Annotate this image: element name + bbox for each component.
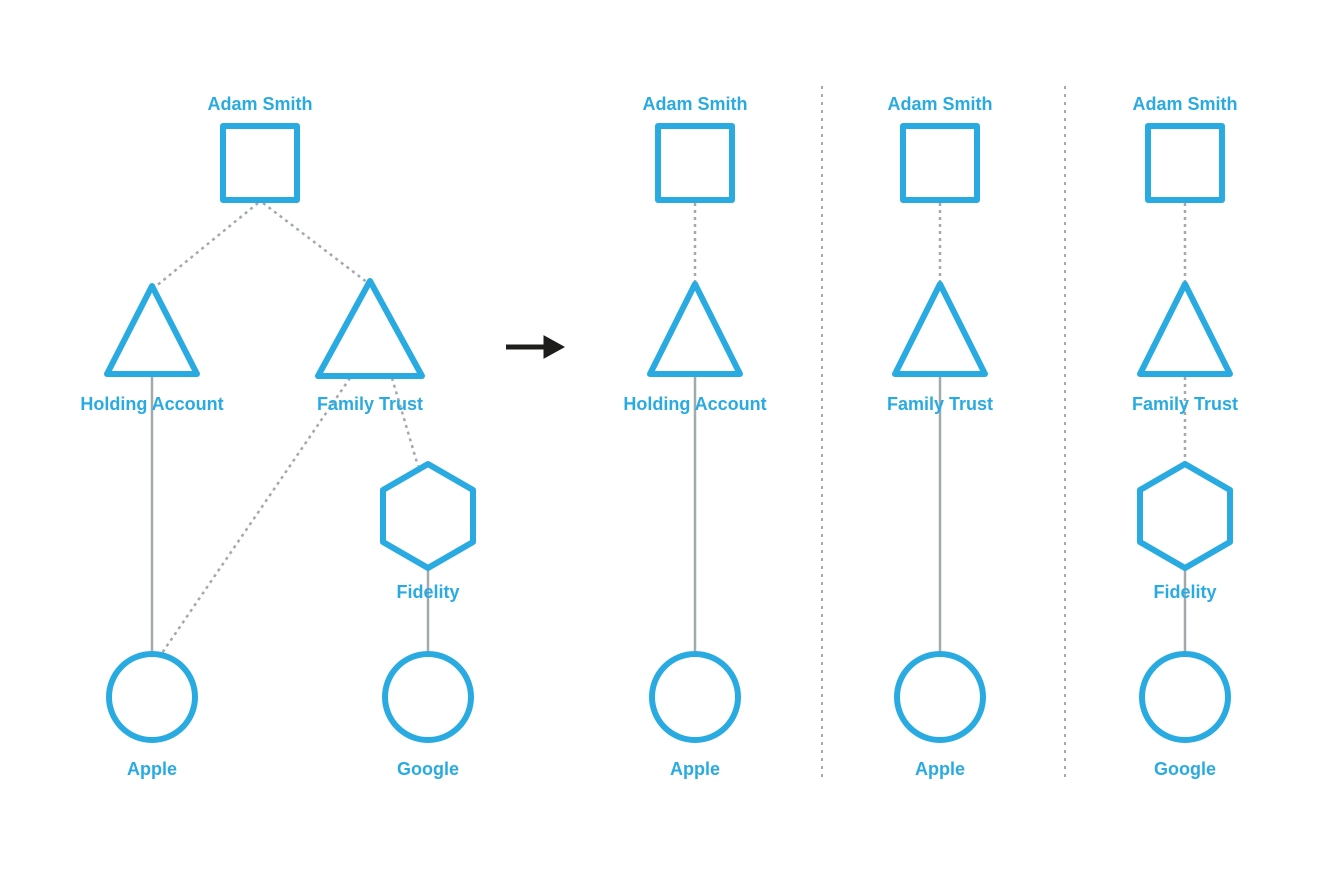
- label-fidelity: Fidelity: [1153, 582, 1216, 602]
- node-fidelity-hexagon: [1137, 461, 1233, 571]
- label-family-trust: Family Trust: [1132, 394, 1238, 414]
- label-google: Google: [1154, 759, 1216, 779]
- arrow-head: [543, 335, 566, 359]
- label-apple: Apple: [127, 759, 177, 779]
- label-apple: Apple: [670, 759, 720, 779]
- node-google-circle: [1139, 651, 1231, 743]
- node-apple-circle: [106, 651, 198, 743]
- ownership-path-2: Adam Smith Family Trust Apple: [887, 94, 993, 779]
- label-apple: Apple: [915, 759, 965, 779]
- node-adam-smith-square: [900, 123, 980, 203]
- node-adam-smith-square: [1145, 123, 1225, 203]
- node-apple-circle: [894, 651, 986, 743]
- node-apple-circle: [649, 651, 741, 743]
- decompose-arrow-icon: [506, 335, 566, 359]
- edge-family-trust-apple: [158, 377, 352, 657]
- label-google: Google: [397, 759, 459, 779]
- node-google-circle: [382, 651, 474, 743]
- label-holding-account: Holding Account: [80, 394, 223, 414]
- node-holding-account-triangle: [104, 283, 200, 377]
- label-adam-smith: Adam Smith: [1132, 94, 1237, 114]
- ownership-path-1: Adam Smith Holding Account Apple: [623, 94, 766, 779]
- label-adam-smith: Adam Smith: [207, 94, 312, 114]
- label-adam-smith: Adam Smith: [642, 94, 747, 114]
- node-family-trust-triangle: [892, 281, 988, 377]
- edge-family-trust-fidelity: [390, 377, 420, 467]
- node-family-trust-triangle: [1137, 281, 1233, 377]
- node-family-trust-triangle: [315, 278, 425, 379]
- label-family-trust: Family Trust: [887, 394, 993, 414]
- label-fidelity: Fidelity: [396, 582, 459, 602]
- label-adam-smith: Adam Smith: [887, 94, 992, 114]
- node-fidelity-hexagon: [380, 461, 476, 571]
- label-family-trust: Family Trust: [317, 394, 423, 414]
- node-adam-smith-square: [655, 123, 735, 203]
- label-holding-account: Holding Account: [623, 394, 766, 414]
- edge-adam-smith-family-trust: [262, 202, 369, 284]
- edge-adam-smith-holding-account: [154, 202, 259, 288]
- ownership-path-3: Adam Smith Family Trust Fidelity Google: [1132, 94, 1238, 779]
- node-holding-account-triangle: [647, 281, 743, 377]
- node-adam-smith-square: [220, 123, 300, 203]
- source-ownership-graph: Adam Smith Holding Account Family Trust …: [80, 94, 476, 779]
